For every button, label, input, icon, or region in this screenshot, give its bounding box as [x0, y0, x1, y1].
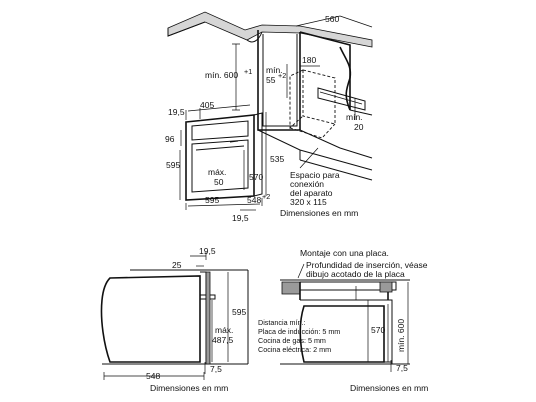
dim-535-label: 535: [270, 154, 284, 164]
top-view-caption: Dimensiones en mm: [280, 208, 358, 218]
dim-180: 180: [300, 55, 320, 67]
dim-max50-label-b: 50: [214, 177, 224, 187]
hob-dims: 570 mín. 600 7,5: [355, 282, 409, 373]
dim-180-label: 180: [302, 55, 316, 65]
side-dim-19-5-label: 19,5: [199, 246, 216, 256]
hob-mounting-view: Montaje con una placa. Profundidad de in…: [258, 248, 428, 393]
cabinet-niche: [257, 30, 373, 181]
connection-note-line-2: conexión: [290, 179, 324, 189]
countertop: [167, 11, 373, 48]
distance-line-1: Distancia mín.:: [258, 318, 306, 327]
dim-19-5-top-label: 19,5: [168, 107, 185, 117]
dim-min55-sup: +2: [278, 71, 286, 80]
bottom-right-caption: Dimensiones en mm: [350, 383, 428, 393]
side-dim-595-label: 595: [232, 307, 246, 317]
hob-title: Montaje con una placa.: [300, 248, 389, 258]
side-dims: 19,5 25 595 máx. 487,5 7,5 548: [103, 246, 246, 381]
dim-min600: mín. 600 +1: [205, 43, 252, 111]
connection-space: [317, 87, 366, 111]
bottom-left-caption: Dimensiones en mm: [150, 383, 228, 393]
dim-19-5-bottom-label: 19,5: [232, 213, 249, 223]
depth-note-line-2: dibujo acotado de la placa: [306, 269, 405, 279]
dim-min20: mín. 20: [346, 98, 364, 132]
side-section-view: 19,5 25 595 máx. 487,5 7,5 548 Dimension…: [100, 246, 249, 393]
distance-note: Distancia mín.: Placa de inducción: 5 mm…: [258, 318, 340, 354]
side-dim-max-label-a: máx.: [215, 325, 233, 335]
hob-dim-570-label: 570: [371, 325, 385, 335]
dim-96-label: 96: [165, 134, 175, 144]
side-dim-25-label: 25: [172, 260, 182, 270]
connection-note: Espacio para conexión del aparato 320 x …: [290, 147, 340, 207]
dim-560-label: 560: [325, 14, 339, 24]
dim-min600-sup: +1: [244, 67, 252, 76]
side-dim-548-label: 548: [146, 371, 160, 381]
distance-line-3: Cocina de gas: 5 mm: [258, 336, 326, 345]
dim-560: 560: [295, 14, 373, 28]
connection-note-line-3: del aparato: [290, 188, 333, 198]
dim-min20-label-a: mín.: [346, 112, 363, 122]
dim-min55-label-a: mín.: [266, 65, 283, 75]
dim-min55-label-b: 55: [266, 75, 276, 85]
dim-405-label: 405: [200, 100, 214, 110]
dim-548-sup: +2: [262, 192, 270, 201]
worktop-with-hob: [280, 279, 410, 301]
dim-min20-label-b: 20: [354, 122, 364, 132]
oven-front: [185, 112, 263, 201]
dim-min55: mín. 55 +2: [266, 64, 288, 98]
depth-note-line-1: Profundidad de inserción, véase: [306, 260, 428, 270]
hob-dim-7-5-label: 7,5: [396, 363, 408, 373]
side-dim-max-label-b: 487,5: [212, 335, 234, 345]
dim-570-label: 570: [249, 172, 263, 182]
distance-line-2: Placa de inducción: 5 mm: [258, 327, 340, 336]
top-installation-view: 560 mín. 600 +1 mín. 55 +2 180 mín. 20: [165, 11, 373, 223]
side-dim-7-5-label: 7,5: [210, 364, 222, 374]
hob-dim-min600-label: mín. 600: [396, 319, 406, 352]
distance-line-4: Cocina eléctrica: 2 mm: [258, 345, 331, 354]
dim-595-bottom-label: 595: [205, 195, 219, 205]
oven-dims: 405 19,5 96 595 máx. 50 570 535 595 548 …: [165, 100, 284, 223]
oven-outline-dashed: [289, 69, 336, 139]
connection-note-line-4: 320 x 115: [290, 197, 327, 207]
dim-min600-label: mín. 600: [205, 70, 238, 80]
dim-max50-label-a: máx.: [208, 167, 226, 177]
connection-note-line-1: Espacio para: [290, 170, 340, 180]
dim-595-left-label: 595: [166, 160, 180, 170]
dim-548-label: 548: [247, 195, 261, 205]
